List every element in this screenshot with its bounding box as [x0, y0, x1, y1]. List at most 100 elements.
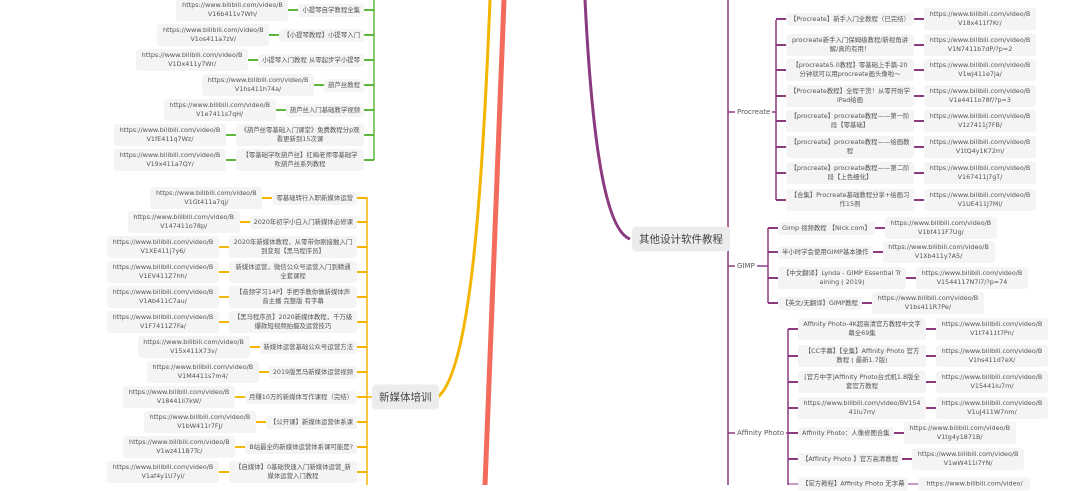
video-link[interactable]: https://www.bilibili.com/video/BV18441li… — [123, 386, 235, 408]
video-link[interactable]: https://www.bilibili.com/video/BV1wz411B… — [123, 436, 236, 458]
node-label[interactable]: 2020年初学小白入门新媒体必修课 — [249, 215, 357, 229]
video-link[interactable]: https://www.bilibili.com/video/BV1af4y1U… — [107, 461, 219, 483]
node-label[interactable]: 【小提琴教程】小提琴入门 — [279, 28, 364, 42]
connector-line — [219, 296, 229, 298]
video-link[interactable]: https://www.bilibili.com/video/BV15x411X… — [137, 336, 250, 358]
node-label[interactable]: 【Procreate】新手入门全教程（已完结） — [786, 12, 914, 26]
node-label[interactable]: Affinity Photo-4K超高清官方教程中文字幕全69集 — [798, 318, 926, 340]
node-label[interactable]: https://www.bilibili.com/video/BV15441lu… — [798, 397, 926, 419]
new-media-node[interactable]: 新媒体培训 — [372, 384, 439, 410]
node-label[interactable]: 《葫芦丝零基础入门课堂》免费教程分p观看更新到15次课 — [236, 124, 364, 146]
video-link[interactable]: https://www.bilibili.com/video/BV1os411a… — [157, 24, 270, 46]
node-label[interactable]: 新媒体运营基础公众号运营方法 — [259, 340, 357, 354]
video-link[interactable]: https://www.bilibili.com/video/BV1bs411R… — [871, 292, 984, 314]
node-label[interactable]: 【黑马程序员】2020新媒体教程，千万级爆款短视频拍摄及运营技巧 — [229, 311, 357, 333]
connector-line — [776, 44, 786, 46]
video-link[interactable]: https://www.bilibili.com/video/BV1Gt411a… — [150, 187, 263, 209]
node-label[interactable]: 【官方教程】Affinity Photo 无字幕 — [798, 477, 909, 491]
connector-line — [357, 346, 367, 348]
node-label[interactable]: 【procreate】procreate教程——第二阶段【上色细化】 — [786, 162, 914, 184]
node-label[interactable]: 【procreate5.0教程】零基础上手篇-20分钟就可以用procreate… — [786, 59, 914, 81]
node-label[interactable]: Gimp 视频教程 【Nick.com】 — [778, 221, 875, 235]
node-label[interactable]: procreate新手入门保姆级教程/新视角讲解/真的有用！ — [786, 34, 914, 56]
video-link[interactable]: https://www.bilibili.com/video/BV1e7411s… — [163, 99, 276, 121]
node-label[interactable]: 【合集】Procreate基础教程分享+绘画习作15例 — [786, 189, 914, 211]
node-label[interactable]: 【Affinity Photo 】官方高清教程 — [798, 452, 903, 466]
video-link[interactable]: https://www.bilibili.com/video/BV1XE411j… — [107, 236, 219, 258]
node-label[interactable]: 【procreate】procreate教程——绘画教程 — [786, 136, 914, 158]
node-label[interactable]: Affinity Photo：人像修图合集 — [798, 426, 894, 440]
gimp-node[interactable]: GIMP — [735, 262, 757, 270]
video-link[interactable]: https://www.bilibili.com/video/BV1EV411Z… — [107, 261, 219, 283]
list-item: https://www.bilibili.com/video/BV1af4y1U… — [107, 461, 367, 483]
node-label[interactable]: 【英文/无翻译】GIMP教程 — [778, 296, 862, 310]
node-label[interactable]: 小提琴入门教程 从零起步学小提琴 — [258, 53, 364, 67]
node-label[interactable]: 零基础转行入职新媒体运营 — [272, 191, 357, 205]
video-link[interactable]: https://www.bilibili.com/video/BV1N7411b… — [924, 34, 1036, 56]
node-label[interactable]: [官方中字]Affinity Photo台式机1.8版全套官方教程 — [798, 371, 926, 393]
video-link[interactable]: https://www.bilibili.com/video/BV1wW411i… — [912, 448, 1025, 470]
video-link[interactable]: https://www.bilibili.com/video/BV16b411v… — [176, 0, 289, 21]
procreate-node[interactable]: Procreate — [735, 108, 773, 116]
video-link[interactable]: https://www.bilibili.com/video/BV1bW411r… — [143, 411, 256, 433]
connector-line — [269, 34, 280, 36]
video-link[interactable]: https://www.bilibili.com/video/BV1Ab411C… — [107, 286, 219, 308]
video-link[interactable]: https://www.bilibili.com/video/BV1Xb411y… — [882, 241, 995, 263]
video-link[interactable]: https://www.bilibili.com/video/BV1uJ411W… — [936, 397, 1048, 419]
video-link[interactable]: https://www.bilibili.com/video/BV18x411f… — [923, 8, 1036, 30]
video-link[interactable]: https://www.bilibili.com/video/BV167411j… — [924, 162, 1036, 184]
video-link[interactable]: https://www.bilibili.com/video/BV1M4411s… — [146, 361, 259, 383]
video-link[interactable]: https://www.bilibili.com/video/BV1fE411q… — [114, 124, 226, 146]
video-link[interactable]: https://www.bilibili.com/video/BV1bt411F… — [884, 217, 997, 239]
node-label[interactable]: 葫芦丝入门基础教学视频 — [285, 103, 364, 117]
connector-line — [788, 458, 798, 460]
node-label[interactable]: B站最全的新媒体运营体系课可能是? — [245, 440, 357, 454]
video-link[interactable]: https://www.bilibili.com/video/BV19x411a… — [114, 149, 226, 171]
node-label[interactable]: 2019版黑马新媒体运营视频 — [268, 365, 357, 379]
video-link[interactable]: https://www.bilibili.com/video/BV1wJ411e… — [924, 59, 1036, 81]
connector-line — [926, 407, 936, 409]
node-label[interactable]: 【自媒体】0基础快速入门新媒体运营_新媒体运营入门教程 — [229, 461, 357, 483]
video-link[interactable]: https://www.bilibili.com/video/BV147411o… — [127, 211, 240, 233]
video-link[interactable]: https://www.bilibili.com/video/BV15441lu… — [936, 371, 1048, 393]
video-link[interactable]: https://www.bilibili.com/video/BV1UE411J… — [924, 189, 1036, 211]
list-item: https://www.bilibili.com/video/BV1F7411Z… — [107, 311, 367, 333]
list-item: https://www.bilibili.com/video/BV1hs411h… — [202, 74, 374, 96]
video-link[interactable]: https://www.bilibili.com/video/BV1hs411h… — [202, 74, 315, 96]
video-link[interactable]: https://www.bilibili.com/video/BV1tQ4y1K… — [924, 136, 1036, 158]
list-item: 【Affinity Photo 】官方高清教程 https://www.bilib… — [788, 448, 1025, 470]
connector-line — [357, 321, 367, 323]
connector-line — [364, 134, 374, 136]
affinity-photo-node[interactable]: Affinity Photo — [735, 429, 787, 437]
list-item: https://www.bilibili.com/video/BV1Gt411a… — [150, 187, 367, 209]
video-link[interactable]: https://www.bilibili.com/video/BV1F7411Z… — [107, 311, 219, 333]
connector-line — [776, 172, 786, 174]
design-branch-curve — [583, 0, 631, 241]
node-label[interactable]: 【零基础学吹葫芦丝】红梅老师零基础学吹葫芦丝系列教程 — [236, 149, 364, 171]
node-label[interactable]: 【音频学习14P】手把手教你做新媒体声音主播 完整版 有字幕 — [229, 286, 357, 308]
video-link[interactable]: https://www.bilibili.com/video/BV1t7411t… — [936, 318, 1048, 340]
video-link[interactable]: https://www.bilibili.com/video/BV1tg4y18… — [903, 422, 1016, 444]
node-label[interactable]: 【中文翻译】Lynda - GIMP Essential Training ( … — [778, 267, 906, 289]
video-link[interactable]: https://www.bilibili.com/video/BV1z7411j… — [924, 110, 1036, 132]
node-label[interactable]: 小提琴自学教程全集 — [298, 3, 364, 17]
video-link[interactable]: https://www.bilibili.com/video/BV1hs411d… — [936, 345, 1048, 367]
video-link[interactable]: https://www.bilibili.com/video/BV1Dx411y… — [136, 49, 249, 71]
connector-line — [914, 69, 924, 71]
node-label[interactable]: 【procreate】procreate教程——第一阶段【零基础】 — [786, 110, 914, 132]
list-item: 【procreate5.0教程】零基础上手篇-20分钟就可以用procreate… — [776, 59, 1036, 81]
list-item: 【合集】Procreate基础教程分享+绘画习作15例 https://www.b… — [776, 189, 1036, 211]
node-label[interactable]: 【公开课】新媒体运营体系课 — [265, 415, 357, 429]
node-label[interactable]: 2020年新媒体教程，从零带你刚接触入门到变现【黑马程序员】 — [229, 236, 357, 258]
node-label[interactable]: 【CC字幕】【全集】Affinity Photo 官方教程 ( 最新1.7版) — [798, 345, 926, 367]
video-link[interactable]: https://www.bilibili.com/video/BV1544117… — [916, 267, 1028, 289]
video-link[interactable]: https://www.bilibili.com/video/ — [918, 477, 1031, 491]
node-label[interactable]: 月赚10万的新媒体写作课程（完结） — [245, 390, 357, 404]
video-link[interactable]: https://www.bilibili.com/video/BV1e4411o… — [924, 85, 1036, 107]
connector-line — [219, 246, 229, 248]
design-software-node[interactable]: 其他设计软件教程 — [632, 226, 730, 252]
node-label[interactable]: 新媒体运营，微信公众号运营入门到精通全套课程 — [229, 261, 357, 283]
node-label[interactable]: 半小时学会使用GIMP基本操作 — [778, 245, 873, 259]
node-label[interactable]: 葫芦丝教程 — [324, 78, 364, 92]
node-label[interactable]: 【Procreate教程】全程干货！从零开始学iPad绘画 — [786, 85, 914, 107]
